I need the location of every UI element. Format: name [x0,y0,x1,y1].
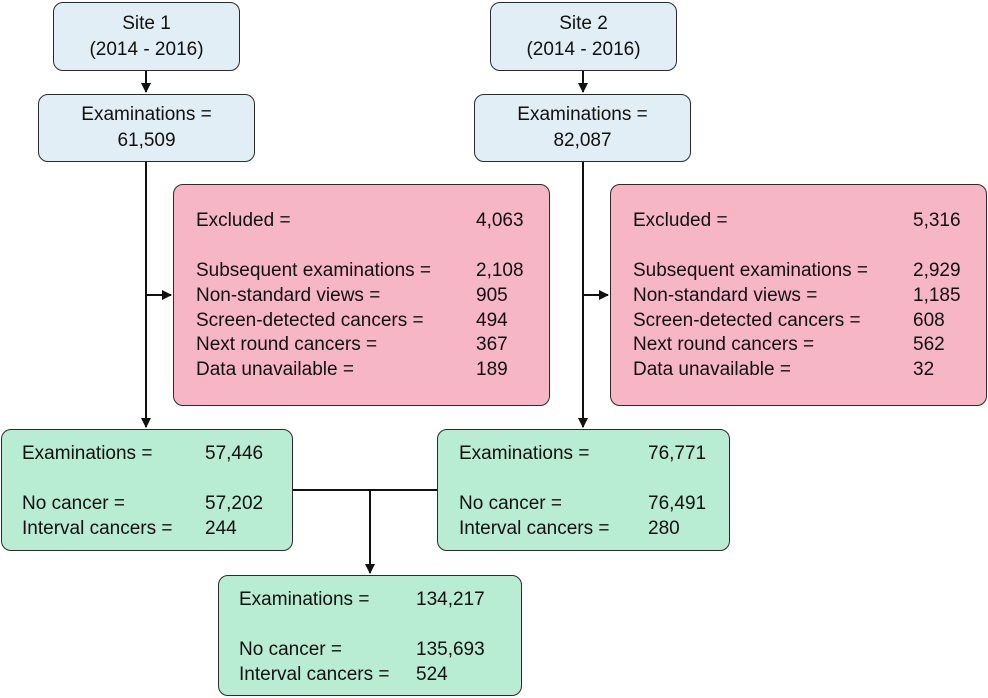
site2-result-interval: Interval cancers = 280 [438,516,729,541]
site1-result-exams: Examinations = 57,446 [2,441,292,466]
site1-excluded-box: Excluded = 4,063 Subsequent examinations… [173,184,550,406]
site1-exams-value: 61,509 [117,130,176,151]
item-value: 189 [476,359,508,380]
list-item: Screen-detected cancers = 494 [174,308,549,333]
list-item: Subsequent examinations = 2,108 [174,258,549,283]
interval-value: 244 [205,518,237,539]
site1-name: Site 1 [122,12,171,34]
no-cancer-value: 57,202 [205,493,264,514]
site2-exams-box: Examinations = 82,087 [474,94,691,162]
site2-years: (2014 - 2016) [526,38,641,60]
site2-result-box: Examinations = 76,771 No cancer = 76,491… [437,429,730,551]
item-value: 494 [476,310,508,331]
item-label: Screen-detected cancers = [196,310,424,331]
no-cancer-value: 76,491 [648,493,707,514]
item-value: 1,185 [913,285,961,306]
site1-result-no-cancer: No cancer = 57,202 [2,491,292,516]
item-value: 562 [913,334,945,355]
item-label: Data unavailable = [633,359,791,380]
exams-value: 134,217 [416,589,485,610]
item-value: 32 [913,359,935,380]
exams-value: 76,771 [648,443,707,464]
interval-value: 280 [648,518,680,539]
site2-exams-label: Examinations = [517,104,648,125]
site1-exams-label: Examinations = [81,104,212,125]
item-value: 367 [476,334,508,355]
no-cancer-label: No cancer = [459,493,562,514]
exams-label: Examinations = [239,589,370,610]
item-label: Data unavailable = [196,359,354,380]
item-label: Subsequent examinations = [196,260,432,281]
site1-excluded-header: Excluded = 4,063 [174,208,549,233]
site1-exams-box: Examinations = 61,509 [38,94,255,162]
item-value: 2,929 [913,260,961,281]
exams-value: 57,446 [205,443,264,464]
no-cancer-label: No cancer = [22,493,125,514]
site1-excluded-label: Excluded = [196,210,291,231]
site1-box: Site 1 (2014 - 2016) [53,2,240,71]
item-label: Non-standard views = [633,285,818,306]
list-item: Data unavailable = 32 [611,357,986,382]
list-item: Screen-detected cancers = 608 [611,308,986,333]
site2-excluded-value: 5,316 [913,210,961,231]
item-label: Non-standard views = [196,285,381,306]
interval-label: Interval cancers = [22,518,173,539]
item-value: 608 [913,310,945,331]
site2-excluded-box: Excluded = 5,316 Subsequent examinations… [610,184,987,406]
list-item: Next round cancers = 562 [611,332,986,357]
site2-box: Site 2 (2014 - 2016) [490,2,677,71]
site1-years: (2014 - 2016) [89,38,204,60]
site2-result-exams: Examinations = 76,771 [438,441,729,466]
no-cancer-label: No cancer = [239,639,342,660]
site2-excluded-header: Excluded = 5,316 [611,208,986,233]
combined-interval: Interval cancers = 524 [219,662,521,687]
item-label: Next round cancers = [196,334,378,355]
site2-exams-value: 82,087 [553,130,612,151]
no-cancer-value: 135,693 [416,639,485,660]
interval-label: Interval cancers = [239,664,390,685]
list-item: Next round cancers = 367 [174,332,549,357]
site2-result-no-cancer: No cancer = 76,491 [438,491,729,516]
item-label: Subsequent examinations = [633,260,869,281]
combined-result-box: Examinations = 134,217 No cancer = 135,6… [218,575,522,696]
combined-no-cancer: No cancer = 135,693 [219,637,521,662]
exams-label: Examinations = [22,443,153,464]
interval-value: 524 [416,664,448,685]
site2-name: Site 2 [559,12,608,34]
list-item: Data unavailable = 189 [174,357,549,382]
item-value: 2,108 [476,260,524,281]
list-item: Non-standard views = 1,185 [611,283,986,308]
site1-result-box: Examinations = 57,446 No cancer = 57,202… [1,429,293,551]
exams-label: Examinations = [459,443,590,464]
site1-result-interval: Interval cancers = 244 [2,516,292,541]
list-item: Subsequent examinations = 2,929 [611,258,986,283]
site1-excluded-value: 4,063 [476,210,524,231]
combined-exams: Examinations = 134,217 [219,587,521,612]
item-label: Screen-detected cancers = [633,310,861,331]
item-value: 905 [476,285,508,306]
item-label: Next round cancers = [633,334,815,355]
interval-label: Interval cancers = [459,518,610,539]
site2-excluded-label: Excluded = [633,210,728,231]
list-item: Non-standard views = 905 [174,283,549,308]
